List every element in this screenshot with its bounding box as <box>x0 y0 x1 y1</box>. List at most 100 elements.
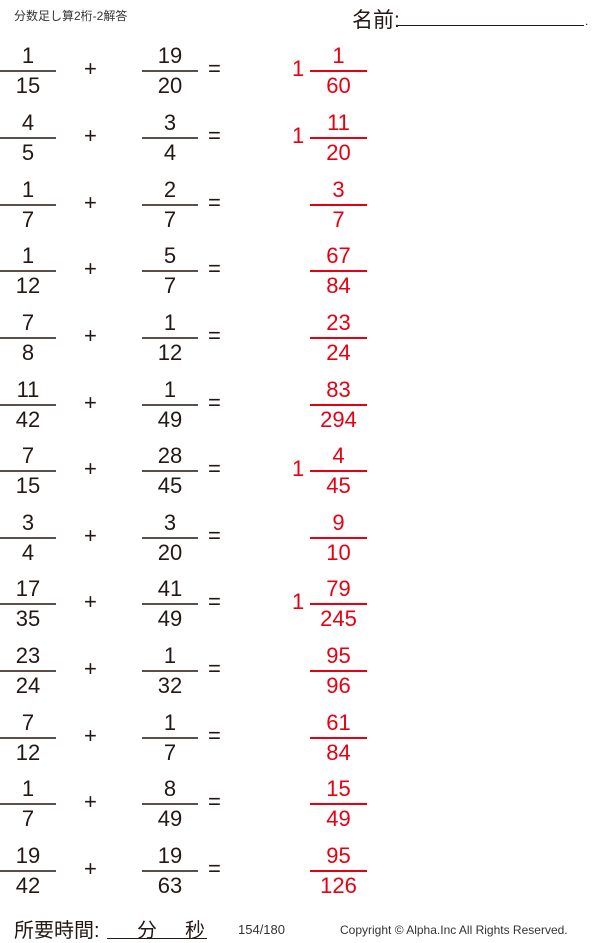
plus-sign: + <box>84 190 97 215</box>
page-number: 154/180 <box>238 922 285 937</box>
problem-row: 3 4 + 3 20 = 9 10 <box>0 511 600 577</box>
numerator: 83 <box>326 377 351 402</box>
fraction-bar <box>310 137 367 139</box>
denominator: 96 <box>326 673 351 698</box>
numerator: 28 <box>157 443 183 468</box>
second-fraction: 1 7 <box>142 711 198 767</box>
denominator: 24 <box>15 673 41 698</box>
first-fraction: 17 35 <box>0 577 56 633</box>
denominator: 49 <box>157 606 183 631</box>
answer-fraction: 4 45 <box>310 444 367 500</box>
problem-row: 17 35 + 41 49 = 1 79 245 <box>0 577 600 643</box>
denominator: 7 <box>21 207 35 232</box>
fraction-bar <box>310 603 367 605</box>
fraction-bar <box>0 404 56 406</box>
numerator: 1 <box>21 243 35 268</box>
numerator: 95 <box>326 643 351 668</box>
numerator: 7 <box>21 443 35 468</box>
denominator: 84 <box>326 273 351 298</box>
problem-row: 1 7 + 8 49 = 15 49 <box>0 777 600 843</box>
equals-sign: = <box>208 656 221 681</box>
equals-sign: = <box>208 456 221 481</box>
first-fraction: 7 12 <box>0 711 56 767</box>
first-fraction: 1 7 <box>0 178 56 234</box>
plus-sign: + <box>84 589 97 614</box>
fraction-bar <box>0 870 56 872</box>
first-fraction: 1 15 <box>0 44 56 100</box>
first-fraction: 4 5 <box>0 111 56 167</box>
denominator: 12 <box>15 273 41 298</box>
denominator: 42 <box>15 407 41 432</box>
fraction-bar <box>142 737 198 739</box>
second-fraction: 2 7 <box>142 178 198 234</box>
fraction-bar <box>310 870 367 872</box>
equals-sign: = <box>208 123 221 148</box>
fraction-bar <box>142 870 198 872</box>
worksheet-title: 分数足し算2桁-2解答 <box>14 9 128 23</box>
fraction-bar <box>142 670 198 672</box>
denominator: 49 <box>326 806 351 831</box>
fraction-bar <box>310 270 367 272</box>
fraction-bar <box>142 603 198 605</box>
fraction-bar <box>0 204 56 206</box>
denominator: 15 <box>15 473 41 498</box>
equals-sign: = <box>208 323 221 348</box>
equals-sign: = <box>208 56 221 81</box>
numerator: 61 <box>326 710 351 735</box>
fraction-bar <box>142 537 198 539</box>
denominator: 7 <box>332 207 345 232</box>
denominator: 84 <box>326 740 351 765</box>
fraction-bar <box>0 70 56 72</box>
second-fraction: 41 49 <box>142 577 198 633</box>
problem-row: 1 15 + 19 20 = 1 1 60 <box>0 44 600 110</box>
numerator: 1 <box>163 377 177 402</box>
problem-row: 1 7 + 2 7 = 3 7 <box>0 178 600 244</box>
copyright: Copyright © Alpha.Inc All Rights Reserve… <box>340 923 568 937</box>
first-fraction: 23 24 <box>0 644 56 700</box>
second-fraction: 5 7 <box>142 244 198 300</box>
fraction-bar <box>142 470 198 472</box>
first-fraction: 1 12 <box>0 244 56 300</box>
fraction-bar <box>142 337 198 339</box>
fraction-bar <box>142 137 198 139</box>
problem-row: 11 42 + 1 49 = 83 294 <box>0 378 600 444</box>
numerator: 1 <box>163 310 177 335</box>
second-fraction: 19 63 <box>142 844 198 900</box>
fraction-bar <box>0 470 56 472</box>
answer-fraction: 1 60 <box>310 44 367 100</box>
numerator: 4 <box>21 110 35 135</box>
equals-sign: = <box>208 190 221 215</box>
numerator: 95 <box>326 843 351 868</box>
denominator: 24 <box>326 340 351 365</box>
numerator: 1 <box>21 43 35 68</box>
denominator: 7 <box>163 740 177 765</box>
answer-whole-number: 1 <box>292 56 305 81</box>
fraction-bar <box>0 670 56 672</box>
numerator: 9 <box>332 510 345 535</box>
equals-sign: = <box>208 390 221 415</box>
second-fraction: 1 32 <box>142 644 198 700</box>
plus-sign: + <box>84 723 97 748</box>
denominator: 60 <box>326 73 351 98</box>
minutes-label: 分 <box>137 920 157 942</box>
seconds-label: 秒 <box>185 920 205 942</box>
equals-sign: = <box>208 256 221 281</box>
answer-fraction: 67 84 <box>310 244 367 300</box>
answer-fraction: 15 49 <box>310 777 367 833</box>
numerator: 1 <box>21 177 35 202</box>
fraction-bar <box>0 803 56 805</box>
second-fraction: 28 45 <box>142 444 198 500</box>
fraction-bar <box>310 70 367 72</box>
fraction-bar <box>310 537 367 539</box>
denominator: 245 <box>320 606 357 631</box>
fraction-bar <box>0 737 56 739</box>
numerator: 8 <box>163 776 177 801</box>
first-fraction: 7 8 <box>0 311 56 367</box>
denominator: 63 <box>157 873 183 898</box>
answer-whole-number: 1 <box>292 456 305 481</box>
numerator: 11 <box>16 377 40 402</box>
denominator: 126 <box>320 873 357 898</box>
answer-whole-number: 1 <box>292 123 305 148</box>
plus-sign: + <box>84 856 97 881</box>
answer-fraction: 3 7 <box>310 178 367 234</box>
